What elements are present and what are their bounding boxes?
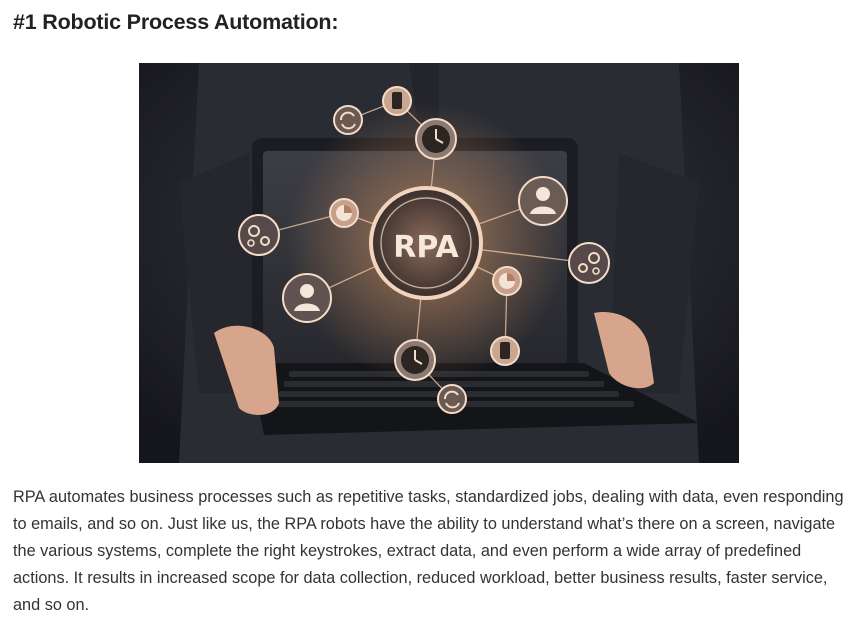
sync-icon [437,384,467,414]
gears-icon [568,242,610,284]
smartphone-icon [382,86,412,116]
clock-icon [394,339,436,381]
smartphone-icon [490,336,520,366]
keyboard-keys [274,371,634,407]
rpa-illustration-graphic: RPA [139,63,739,463]
rpa-hub-label: RPA [393,230,459,265]
user-icon [518,176,568,226]
sync-icon [333,105,363,135]
pie-chart-icon [492,266,522,296]
clock-icon [415,118,457,160]
user-icon [282,273,332,323]
gears-icon [238,214,280,256]
right-hand [594,312,654,389]
rpa-hub-inner-ring [380,197,472,289]
left-hand [214,325,279,415]
rpa-hub [369,186,483,300]
article-paragraph: RPA automates business processes such as… [13,488,844,614]
pie-chart-icon [329,198,359,228]
section-heading: #1 Robotic Process Automation: [13,10,339,34]
rpa-illustration: RPA [139,63,739,463]
